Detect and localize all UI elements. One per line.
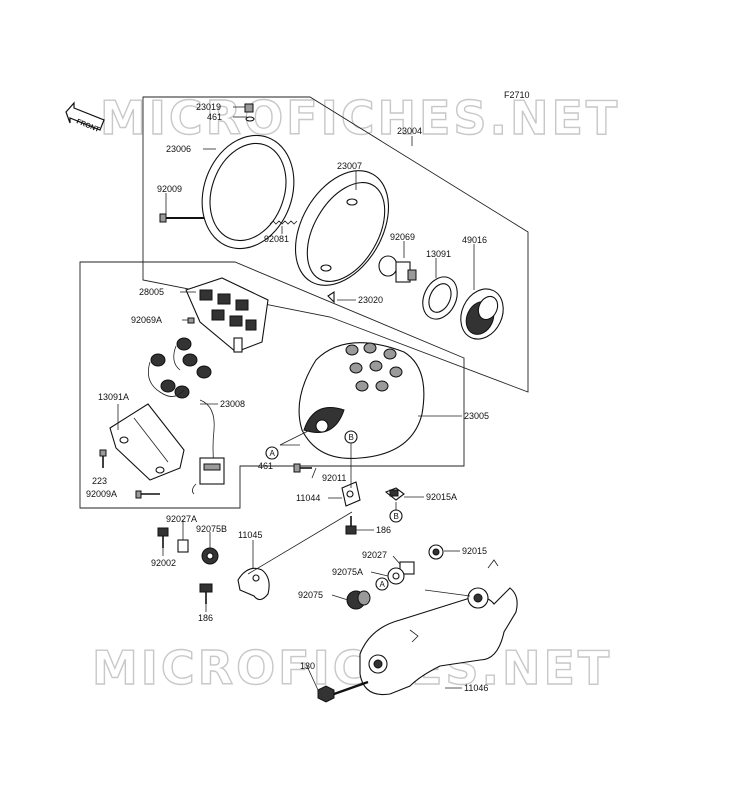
callout-461-upper: 461 (207, 112, 222, 122)
callout-23020: 23020 (358, 295, 383, 305)
callout-23006: 23006 (166, 144, 191, 154)
ref-a-upper-label: A (270, 449, 276, 458)
bolt-186-lower-part (199, 583, 213, 604)
figure-code: F2710 (504, 90, 530, 100)
damper-92075-part (346, 590, 371, 610)
watermark-bottom: MICROFICHES.NET (92, 641, 612, 695)
front-arrow-icon: FRONT (65, 101, 105, 134)
callout-92015A: 92015A (426, 492, 457, 502)
callout-92015: 92015 (462, 546, 487, 556)
headlight-unit-part (294, 170, 390, 286)
collar-92027-part (399, 561, 415, 575)
bracket-11045-part (237, 567, 270, 601)
callout-23019: 23019 (196, 102, 221, 112)
callout-92075B: 92075B (196, 524, 227, 534)
ref-a-lower-label: A (380, 580, 386, 589)
bolt-92002-part (157, 527, 169, 548)
damper-92075A-part (387, 567, 405, 585)
callout-461-lower: 461 (258, 461, 273, 471)
callout-92069: 92069 (390, 232, 415, 242)
callout-223: 223 (92, 476, 107, 486)
callout-92075A: 92075A (332, 567, 363, 577)
callout-92081: 92081 (264, 234, 289, 244)
callout-92027: 92027 (362, 550, 387, 560)
holder-28005-part (185, 277, 269, 353)
callout-92069A: 92069A (131, 315, 162, 325)
clip-23020-part (327, 290, 335, 304)
ref-b-upper-label: B (349, 433, 354, 442)
ref-circle-b-upper: B (344, 430, 358, 444)
ring-13091-part (422, 276, 458, 320)
callout-23005: 23005 (464, 411, 489, 421)
callout-186-lower: 186 (198, 613, 213, 623)
nut-92015A-part (384, 487, 405, 501)
headlight-rim-part (201, 103, 295, 250)
bolt-186-upper-part (345, 516, 357, 535)
spring-92081-part (269, 220, 298, 225)
housing-23005-part (298, 342, 425, 459)
callout-23004: 23004 (397, 126, 422, 136)
callout-92011: 92011 (322, 473, 346, 483)
callout-11046: 11046 (464, 683, 488, 693)
bulb-92069-part (378, 255, 417, 283)
callout-49016: 49016 (462, 235, 487, 245)
assembly-box-23005 (79, 261, 465, 509)
bolt-130-part (317, 680, 369, 703)
bracket-13091A-part (109, 403, 185, 481)
watermark-top: MICROFICHES.NET (100, 91, 620, 145)
screw-92009A-part (135, 490, 160, 499)
leader-lines (117, 106, 475, 691)
screw-92011-part (293, 463, 312, 473)
callout-23007: 23007 (337, 161, 362, 171)
screw-223-part (99, 449, 107, 468)
harness-23008-part (147, 337, 225, 495)
callout-92009: 92009 (157, 184, 182, 194)
ref-circle-a-lower: A (375, 577, 389, 591)
callouts: 23019 461 23004 23006 23007 92009 92069 … (86, 102, 489, 693)
callout-13091A: 13091A (98, 392, 129, 402)
callout-13091: 13091 (426, 249, 451, 259)
callout-11045: 11045 (238, 530, 262, 540)
callout-92027A: 92027A (166, 514, 197, 524)
callout-92075: 92075 (298, 590, 323, 600)
clip-92069A-part (187, 317, 195, 324)
ref-b-lower-label: B (394, 512, 399, 521)
ref-circle-a-upper: A (265, 446, 279, 460)
screw-92009-part (159, 213, 204, 223)
damper-92075B-part (201, 547, 219, 565)
callout-186-upper: 186 (376, 525, 391, 535)
collar-92027A-part (177, 539, 189, 553)
socket-49016-part (460, 288, 504, 340)
bracket-11046-part (359, 559, 518, 696)
callout-11044: 11044 (296, 493, 320, 503)
callout-28005: 28005 (139, 287, 164, 297)
callout-92009A: 92009A (86, 489, 117, 499)
assembly-box-23004 (142, 96, 529, 393)
callout-23008: 23008 (220, 399, 245, 409)
callout-130: 130 (300, 661, 315, 671)
ref-circle-b-lower: B (389, 509, 403, 523)
nut-92015-part (428, 544, 444, 560)
callout-92002: 92002 (151, 558, 176, 568)
